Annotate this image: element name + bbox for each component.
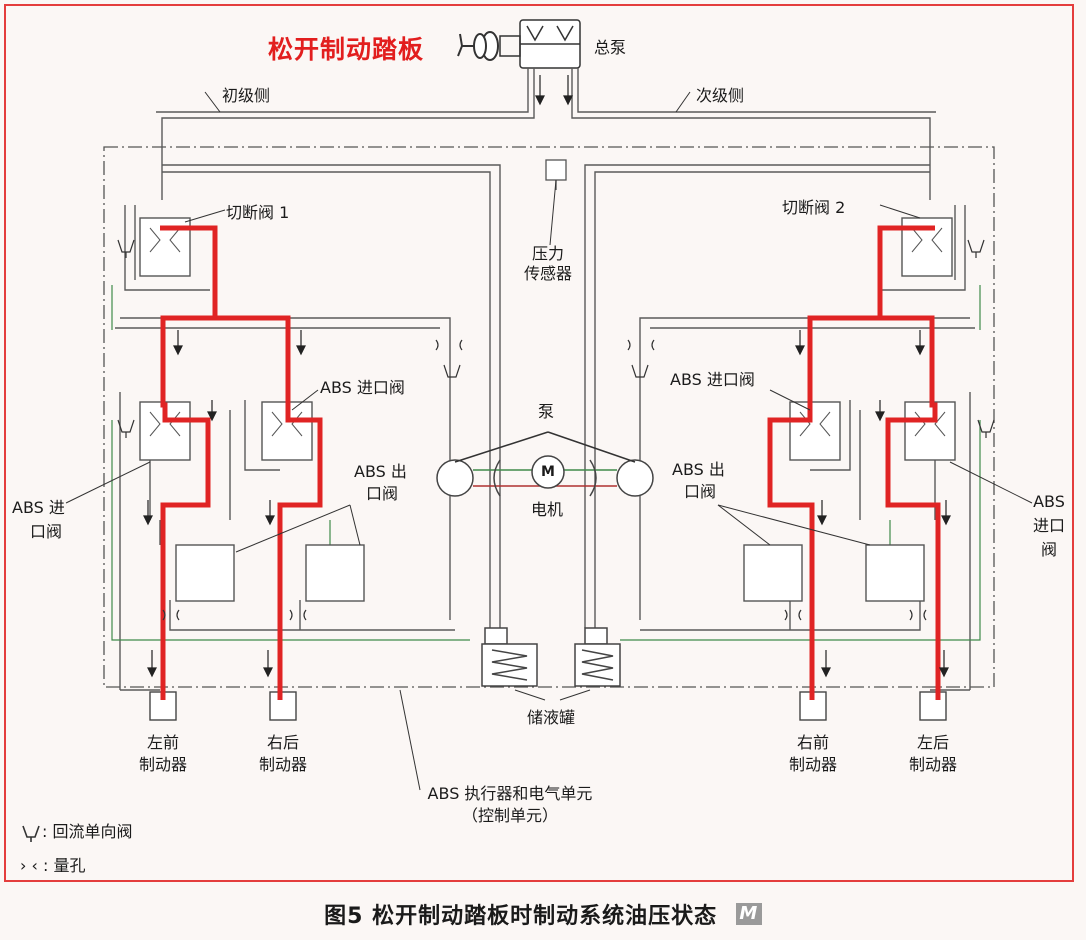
brake-pedal-icon	[457, 31, 499, 61]
pressure-sensor	[545, 159, 567, 181]
front-left-brake-label-2: 制动器	[138, 755, 187, 774]
orifice-icon: › ‹	[20, 856, 38, 875]
cutoff-valve-1-label: 切断阀 1	[226, 203, 290, 222]
abs-outlet-valve-fl-body	[175, 544, 235, 602]
abs-inlet-left-label-1: ABS 进	[12, 498, 65, 517]
front-right-brake-label-1: 右前	[796, 733, 829, 752]
figure-caption: 图5 松开制动踏板时制动系统油压状态 M	[0, 898, 1086, 930]
pump-label: 泵	[538, 402, 555, 421]
rear-left-brake-label-2: 制动器	[908, 755, 957, 774]
abs-outlet-left-label-2: 口阀	[366, 484, 399, 503]
pressure-lines	[160, 225, 941, 700]
rear-left-brake	[919, 691, 947, 721]
check-valve-symbols	[117, 239, 995, 438]
front-right-brake-label-2: 制动器	[788, 755, 837, 774]
master-cylinder	[499, 19, 581, 69]
actuator-label-1: ABS 执行器和电气单元	[427, 784, 593, 803]
legend-check-valve-text: : 回流单向阀	[42, 822, 133, 841]
check-valve-icon	[22, 825, 40, 842]
abs-inlet-valve-label-left: ABS 进口阀	[320, 378, 405, 397]
abs-inlet-valve-fr-body	[789, 401, 841, 461]
pressure-sensor-label-2: 传感器	[523, 264, 572, 283]
pump-motor	[436, 431, 654, 497]
motor-label: 电机	[531, 500, 564, 519]
master-cylinder-label: 总泵	[594, 38, 627, 57]
caption-text: 图5 松开制动踏板时制动系统油压状态	[324, 904, 718, 929]
reservoirs	[481, 627, 621, 701]
pressure-sensor-label-1: 压力	[531, 244, 564, 263]
abs-inlet-right-label-2: 进口	[1032, 516, 1065, 535]
abs-outlet-right-label-1: ABS 出	[672, 460, 725, 479]
abs-outlet-right-label-2: 口阀	[684, 482, 717, 501]
abs-outlet-valve-rl-body	[865, 544, 925, 602]
reservoir-label: 储液罐	[527, 708, 576, 727]
rear-right-brake-label-1: 右后	[266, 733, 299, 752]
rear-right-brake	[269, 691, 297, 721]
legend-check-valve: : 回流单向阀	[20, 822, 132, 843]
diagram-title: 松开制动踏板	[268, 35, 425, 64]
pipes	[115, 68, 975, 691]
legend-orifice: › ‹ : 量孔	[20, 856, 85, 876]
abs-inlet-right-label-1: ABS	[1033, 492, 1065, 511]
primary-side-label: 初级侧	[222, 86, 271, 105]
abs-outlet-valve-fr-body	[743, 544, 803, 602]
secondary-side-label: 次级侧	[696, 86, 745, 105]
front-left-brake-label-1: 左前	[146, 733, 179, 752]
abs-inlet-left-label-2: 口阀	[30, 522, 63, 541]
publisher-logo: M	[735, 903, 762, 925]
abs-inlet-valve-rl-body	[904, 401, 956, 461]
legend-orifice-text: : 量孔	[42, 856, 86, 875]
image-frame	[4, 4, 1074, 882]
motor-symbol: M	[541, 464, 555, 480]
abs-outlet-left-label-1: ABS 出	[354, 462, 407, 481]
actuator-label-2: （控制单元）	[461, 806, 558, 825]
abs-outlet-valve-rr-body	[305, 544, 365, 602]
rear-left-brake-label-1: 左后	[916, 733, 949, 752]
abs-inlet-valve-label-right: ABS 进口阀	[670, 370, 755, 389]
cutoff-valve-2-label: 切断阀 2	[782, 198, 846, 217]
leader-lines	[65, 91, 1033, 791]
abs-inlet-right-label-3: 阀	[1040, 540, 1057, 559]
orifice-symbols	[162, 339, 927, 621]
rear-right-brake-label-2: 制动器	[258, 755, 307, 774]
return-lines	[111, 285, 981, 641]
actuator-boundary	[103, 146, 995, 688]
flow-arrows	[143, 75, 951, 678]
